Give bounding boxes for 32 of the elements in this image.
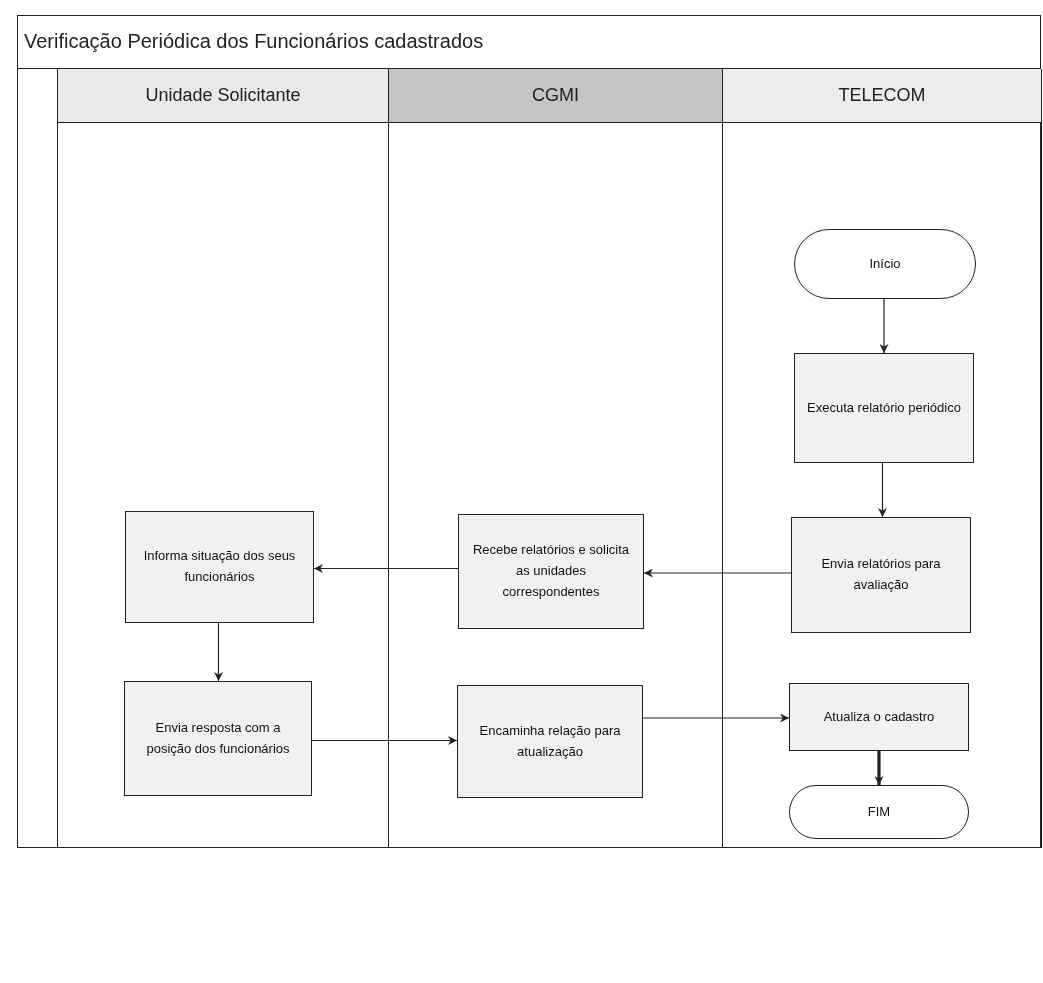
process-box	[789, 683, 969, 751]
lane-title: CGMI	[532, 85, 579, 106]
step-text: Encaminha relação para atualização	[478, 721, 622, 761]
step-text: Envia resposta com a posição dos funcionários	[145, 718, 291, 758]
swimlane	[389, 69, 723, 848]
step-text: Início	[869, 254, 901, 273]
process-box	[457, 685, 643, 798]
step-text: Envia relatórios para avaliação	[820, 555, 942, 594]
arrow	[878, 462, 887, 518]
process-box	[794, 353, 974, 463]
swimlane	[58, 69, 389, 848]
arrow	[311, 736, 458, 745]
step-text: Executa relatório periódico	[807, 398, 961, 417]
arrow	[643, 568, 792, 578]
lane-title: Unidade Solicitante	[145, 85, 301, 106]
process-box	[458, 514, 644, 629]
process-box	[124, 681, 312, 796]
step-text: Informa situação dos seus funcionários	[142, 547, 297, 586]
swimlane	[723, 69, 1042, 848]
diagram-title: Verificação Periódica dos Funcionários cadastrados	[24, 30, 484, 53]
process-box	[125, 511, 314, 623]
arrow	[874, 751, 884, 785]
lane-title: TELECOM	[838, 85, 926, 106]
arrow	[214, 622, 223, 682]
terminator-shape	[789, 785, 969, 839]
arrow	[313, 564, 459, 573]
process-box	[791, 517, 971, 633]
arrow	[879, 298, 889, 354]
arrow	[642, 713, 790, 723]
step-text: FIM	[867, 802, 891, 821]
step-text: Atualiza o cadastro	[823, 707, 935, 726]
step-text: Recebe relatórios e solicita as unidades correspondentes	[471, 541, 631, 601]
